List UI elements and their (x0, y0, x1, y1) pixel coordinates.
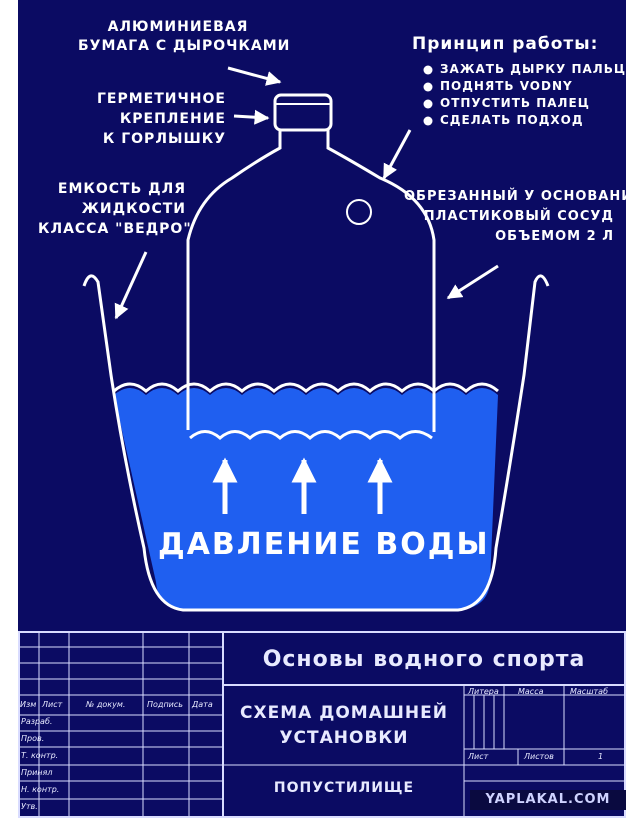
label-bottle: ОБРЕЗАННЫЙ У ОСНОВАНИЯ ПЛАСТИКОВЫЙ СОСУД… (404, 189, 626, 244)
sheets-label: Листов (524, 752, 554, 761)
bucket-outline (82, 274, 550, 612)
drawing-subtitle: СХЕМА ДОМАШНЕЙ УСТАНОВКИ (240, 703, 448, 748)
drawing-main-title: Основы водного спорта (262, 647, 586, 672)
role-tech-control: Т. контр. (21, 751, 59, 760)
col-litera: Литера (468, 687, 499, 696)
water-surface-wave (113, 382, 499, 393)
principle-step: СДЕЛАТЬ ПОДХОД (440, 113, 584, 127)
col-list: Лист (42, 700, 63, 709)
bottle-outline (186, 130, 436, 432)
bottle-cap (273, 93, 333, 132)
label-foil: АЛЮМИНИЕВАЯ БУМАГА С ДЫРОЧКАМИ (78, 19, 291, 54)
sheets-value: 1 (598, 752, 604, 761)
principle-step: ЗАЖАТЬ ДЫРКУ ПАЛЬЦЕМ (440, 62, 626, 76)
blueprint-sheet: АЛЮМИНИЕВАЯ БУМАГА С ДЫРОЧКАМИ ГЕРМЕТИЧН… (18, 0, 626, 818)
principle-steps: ЗАЖАТЬ ДЫРКУ ПАЛЬЦЕМ ПОДНЯТЬ VODNY ОТПУС… (440, 63, 626, 131)
pointer-arrows (114, 66, 499, 320)
label-seal: ГЕРМЕТИЧНОЕ КРЕПЛЕНИЕ К ГОРЛЫШКУ (96, 91, 226, 147)
label-bucket: ЕМКОСТЬ ДЛЯ ЖИДКОСТИ КЛАССА "ВЕДРО" (38, 181, 192, 237)
title-block: Основы водного спорта СХЕМА ДОМАШНЕЙ УСТ… (18, 631, 626, 818)
sheet-label: Лист (468, 752, 489, 761)
col-scale: Масштаб (570, 687, 609, 696)
role-developer: Разраб. (21, 717, 53, 726)
role-approved: Утв. (21, 802, 38, 811)
principle-bullets (423, 65, 433, 126)
role-accepted: Принял (21, 768, 53, 777)
principle-step: ПОДНЯТЬ VODNY (440, 79, 573, 93)
watermark: YAPLAKAL.COM (470, 790, 626, 810)
role-checked: Пров. (21, 734, 45, 743)
col-doc: № докум. (86, 700, 126, 709)
principle-title: Принцип работы: (412, 34, 599, 54)
inner-water-wave (189, 430, 433, 440)
col-date: Дата (192, 700, 213, 709)
col-mass: Масса (518, 687, 544, 696)
pressure-arrows (212, 457, 393, 514)
principle-step: ОТПУСТИТЬ ПАЛЕЦ (440, 96, 590, 110)
diagram-drawing (82, 65, 550, 612)
finger-hole (346, 199, 372, 225)
col-sign: Подпись (147, 700, 183, 709)
drawing-org: ПОПУСТИЛИЩЕ (273, 780, 415, 796)
label-water-pressure: ДАВЛЕНИЕ ВОДЫ (158, 527, 490, 562)
col-izm: Изм (20, 700, 37, 709)
title-block-grid (18, 631, 626, 818)
role-norm-control: Н. контр. (21, 785, 60, 794)
